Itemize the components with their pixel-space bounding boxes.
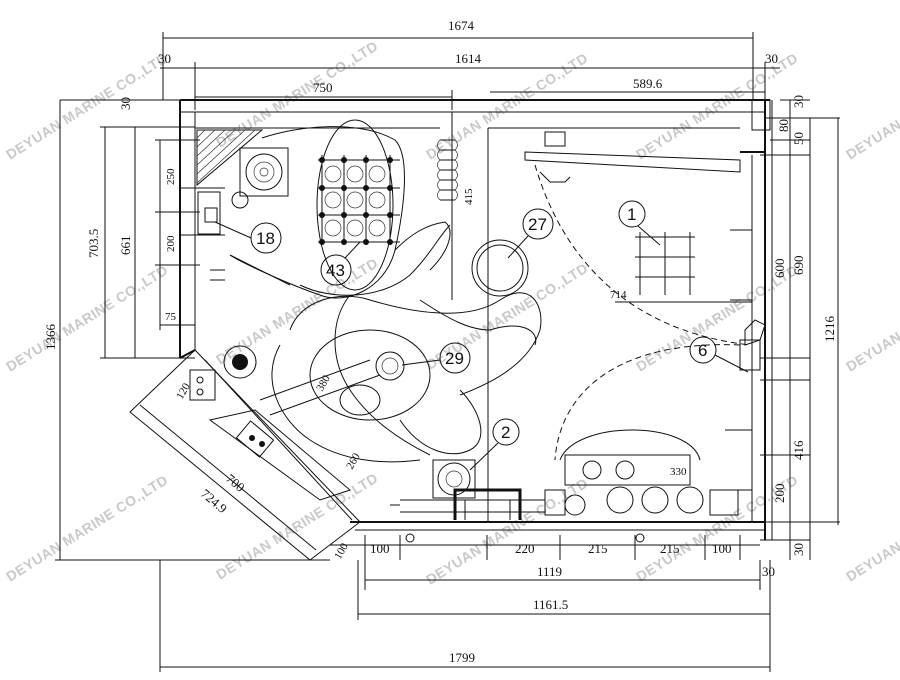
floor-drain-top bbox=[239, 147, 289, 197]
callout-6: 6 bbox=[689, 336, 749, 373]
dim-right-80: 80 bbox=[776, 119, 791, 132]
callout-29-label: 29 bbox=[445, 349, 464, 368]
dim-714: 714 bbox=[610, 289, 627, 301]
wall-bracket-top-right bbox=[524, 99, 771, 183]
watermark: DEYUAN MARINE CO.,LTD bbox=[213, 38, 381, 151]
dim-bottom-1161: 1161.5 bbox=[533, 597, 568, 612]
callout-43-label: 43 bbox=[326, 261, 345, 280]
watermark: DEYUAN MARINE CO.,LTD bbox=[633, 50, 801, 163]
watermark: DEYUAN MARINE CO.,LTD bbox=[3, 50, 171, 163]
round-table bbox=[471, 239, 529, 297]
dim-330: 330 bbox=[670, 466, 687, 478]
dim-right-1216: 1216 bbox=[822, 316, 837, 343]
dim-right-bottom-30: 30 bbox=[791, 543, 806, 556]
dim-bottom-1799: 1799 bbox=[449, 650, 475, 665]
dim-bottom-220: 220 bbox=[515, 541, 535, 556]
dim-bottom-1119: 1119 bbox=[537, 564, 562, 579]
callout-1-label: 1 bbox=[627, 205, 636, 224]
dim-left-250: 250 bbox=[165, 168, 177, 185]
dim-left-75: 75 bbox=[165, 311, 177, 323]
dim-top-left-30: 30 bbox=[158, 51, 171, 66]
callout-1: 1 bbox=[618, 200, 661, 246]
dim-415: 415 bbox=[463, 188, 475, 205]
dim-left-30: 30 bbox=[118, 97, 133, 110]
body-outline-shower bbox=[229, 119, 451, 299]
watermark: DEYUAN MARINE CO.,LTD bbox=[423, 50, 591, 163]
shower-faucet bbox=[180, 187, 249, 281]
dim-top-right-30: 30 bbox=[765, 51, 778, 66]
right-dimensions: 30 80 50 600 690 1216 416 200 30 bbox=[760, 95, 840, 560]
shower-corner-hatch bbox=[196, 129, 264, 187]
dim-750: 750 bbox=[313, 80, 333, 95]
shower-grid-mat bbox=[318, 155, 400, 245]
callout-2: 2 bbox=[469, 418, 520, 471]
dim-left-200: 200 bbox=[165, 235, 177, 252]
dim-top-overall: 1674 bbox=[448, 18, 475, 33]
door-swings bbox=[534, 164, 751, 461]
dim-right-690: 690 bbox=[791, 256, 806, 276]
top-dimensions: 1674 1614 30 30 750 589.6 bbox=[158, 18, 780, 110]
callout-27: 27 bbox=[507, 208, 554, 259]
watermark: DEYUAN MARINE CO.,LTD bbox=[213, 255, 381, 368]
dim-260: 260 bbox=[344, 451, 363, 472]
callouts: 1 2 6 18 27 29 43 bbox=[214, 200, 749, 471]
watermark: DEYUAN MARINE CO.,LTD bbox=[843, 262, 900, 375]
dim-right-30: 30 bbox=[791, 95, 806, 108]
room-outline bbox=[129, 99, 773, 561]
watermark: DEYUAN MARINE CO.,LTD bbox=[423, 475, 591, 588]
watermark: DEYUAN MARINE CO.,LTD bbox=[3, 472, 171, 585]
dim-right-50: 50 bbox=[791, 132, 806, 145]
wall-radiator: 415 bbox=[437, 139, 475, 205]
dim-right-416: 416 bbox=[791, 440, 806, 460]
dim-left-661: 661 bbox=[118, 236, 133, 256]
dim-bottom-100-left: 100 bbox=[332, 541, 351, 562]
dim-right-600: 600 bbox=[772, 259, 787, 279]
callout-29: 29 bbox=[401, 342, 471, 374]
callout-27-label: 27 bbox=[528, 215, 547, 234]
left-dimensions: 1366 703.5 661 250 200 75 30 bbox=[43, 97, 330, 561]
bottom-equipment: 330 bbox=[390, 429, 739, 543]
callout-18: 18 bbox=[214, 221, 282, 254]
callout-2-label: 2 bbox=[501, 423, 510, 442]
ventilation-grid: 714 bbox=[610, 232, 752, 303]
dim-bottom-215-b: 215 bbox=[660, 541, 680, 556]
dim-bottom-30: 30 bbox=[762, 564, 775, 579]
bottom-dimensions: 100 100 220 215 215 100 1119 30 1161.5 1… bbox=[159, 535, 775, 672]
dim-left-703: 703.5 bbox=[86, 229, 101, 258]
callout-43: 43 bbox=[320, 241, 361, 286]
watermark: DEYUAN MARINE CO.,LTD bbox=[843, 472, 900, 585]
callout-6-label: 6 bbox=[698, 341, 707, 360]
dim-top-inner: 1614 bbox=[455, 51, 482, 66]
callout-18-label: 18 bbox=[256, 229, 275, 248]
dim-left-1366: 1366 bbox=[43, 324, 58, 351]
watermark: DEYUAN MARINE CO.,LTD bbox=[843, 50, 900, 163]
dim-bottom-100-b: 100 bbox=[712, 541, 732, 556]
dim-bottom-100-a: 100 bbox=[370, 541, 390, 556]
dim-589: 589.6 bbox=[633, 76, 663, 91]
dim-bottom-215-a: 215 bbox=[588, 541, 608, 556]
dim-right-200: 200 bbox=[772, 484, 787, 504]
right-wall-fittings bbox=[725, 229, 766, 491]
dim-380: 380 bbox=[314, 373, 333, 394]
